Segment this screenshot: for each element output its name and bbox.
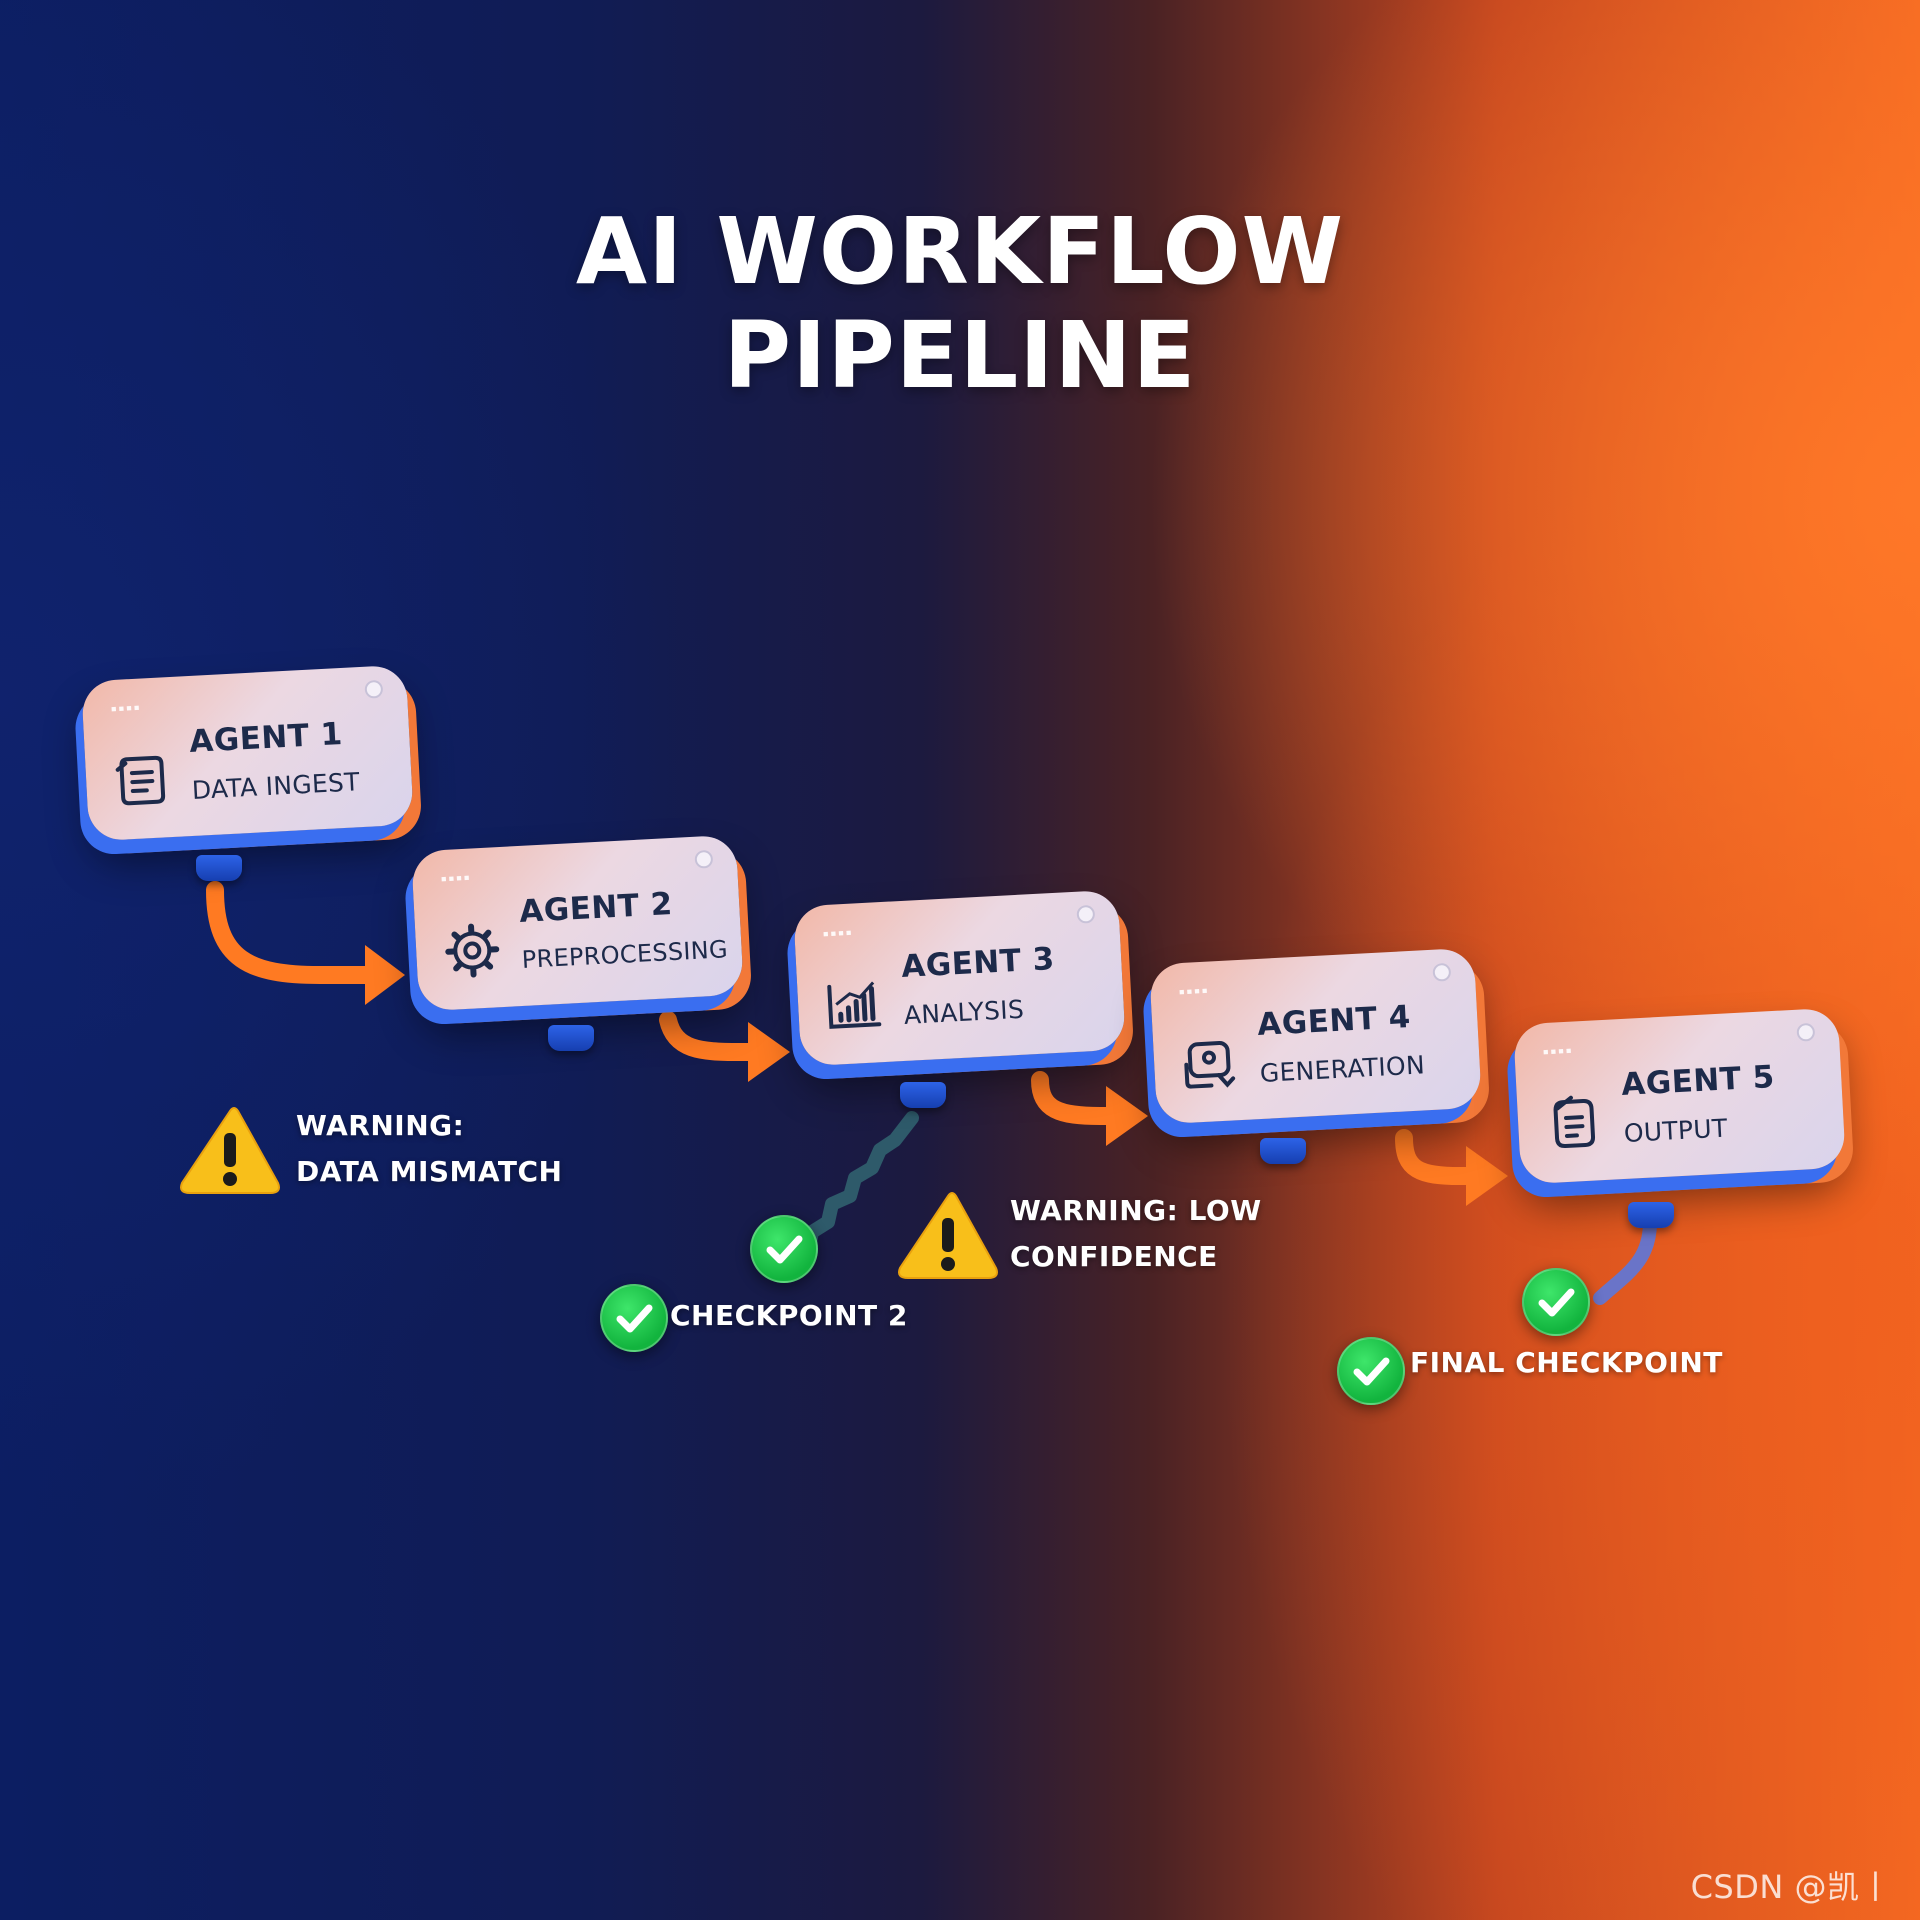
agent-name: AGENT 4 — [1256, 999, 1412, 1044]
warning-line-1: WARNING: — [296, 1109, 465, 1142]
bar-chart-icon — [827, 981, 882, 1029]
agent-card-4: ▪▪▪▪ AGENT 4 GENERATION — [1149, 947, 1482, 1125]
agent-card-1: ▪▪▪▪ AGENT 1 DATA INGEST — [81, 664, 414, 842]
agent-5-port — [1628, 1202, 1674, 1228]
agent-name: AGENT 3 — [900, 941, 1056, 986]
card-pin — [1796, 1022, 1816, 1042]
agent-card-2: ▪▪▪▪ AGENT 2 PREPROCESSING — [411, 834, 744, 1012]
card-badge: ▪▪▪▪ — [110, 700, 142, 716]
card-pin — [1432, 962, 1452, 982]
agent-4-port — [1260, 1138, 1306, 1164]
warning-data-mismatch: WARNING: DATA MISMATCH — [296, 1103, 562, 1195]
final-checkpoint-cable — [1593, 1215, 1657, 1305]
card-badge: ▪▪▪▪ — [1542, 1043, 1574, 1059]
warning-triangle-icon — [180, 1107, 280, 1194]
agent-2-port — [548, 1025, 594, 1051]
agent-role: GENERATION — [1259, 1050, 1426, 1088]
agent-card-5: ▪▪▪▪ AGENT 5 OUTPUT — [1513, 1007, 1846, 1185]
robot-generation-icon — [1184, 1041, 1236, 1089]
warning-triangle-icon — [898, 1192, 998, 1279]
warning-line-1: WARNING: LOW — [1010, 1194, 1262, 1227]
warning-low-confidence: WARNING: LOW CONFIDENCE — [1010, 1188, 1262, 1280]
flow-arrow-1-2 — [206, 881, 405, 1005]
card-pin — [364, 679, 384, 699]
card-pin — [694, 849, 714, 869]
agent-name: AGENT 1 — [188, 716, 344, 761]
final-checkpoint-node-icon — [1522, 1268, 1590, 1336]
gear-icon — [445, 923, 500, 978]
warning-line-2: DATA MISMATCH — [296, 1155, 563, 1188]
agent-name: AGENT 5 — [1620, 1059, 1776, 1104]
agent-role: ANALYSIS — [903, 994, 1025, 1030]
card-badge: ▪▪▪▪ — [440, 870, 472, 886]
final-checkpoint-label: FINAL CHECKPOINT — [1410, 1346, 1723, 1379]
checkpoint-2-cable — [801, 1111, 919, 1259]
agent-role: PREPROCESSING — [521, 935, 729, 974]
card-badge: ▪▪▪▪ — [822, 925, 854, 941]
agent-3-port — [900, 1082, 946, 1108]
agent-name: AGENT 2 — [518, 886, 674, 931]
agent-role: DATA INGEST — [191, 767, 361, 805]
agent-role: OUTPUT — [1623, 1113, 1729, 1148]
flow-arrow-3-4 — [1031, 1071, 1148, 1146]
flow-arrow-4-5 — [1395, 1129, 1508, 1206]
checkpoint-2-node-icon — [750, 1215, 818, 1283]
final-checkpoint-check-icon — [1337, 1337, 1405, 1405]
card-badge: ▪▪▪▪ — [1178, 983, 1210, 999]
checkpoint-2-check-icon — [600, 1284, 668, 1352]
agent-1-port — [196, 855, 242, 881]
title-line-2: PIPELINE — [723, 302, 1197, 409]
document-chat-icon — [115, 755, 166, 806]
title-line-1: AI WORKFLOW — [575, 198, 1345, 305]
watermark: CSDN @凯丨 — [1690, 1868, 1892, 1906]
agent-card-3: ▪▪▪▪ AGENT 3 ANALYSIS — [793, 889, 1126, 1067]
checkpoint-2-label: CHECKPOINT 2 — [670, 1299, 908, 1332]
diagram-title: AI WORKFLOW PIPELINE — [0, 200, 1920, 408]
card-pin — [1076, 904, 1096, 924]
warning-line-2: CONFIDENCE — [1010, 1240, 1218, 1273]
flow-arrow-2-3 — [659, 1011, 790, 1082]
output-document-icon — [1553, 1095, 1596, 1149]
